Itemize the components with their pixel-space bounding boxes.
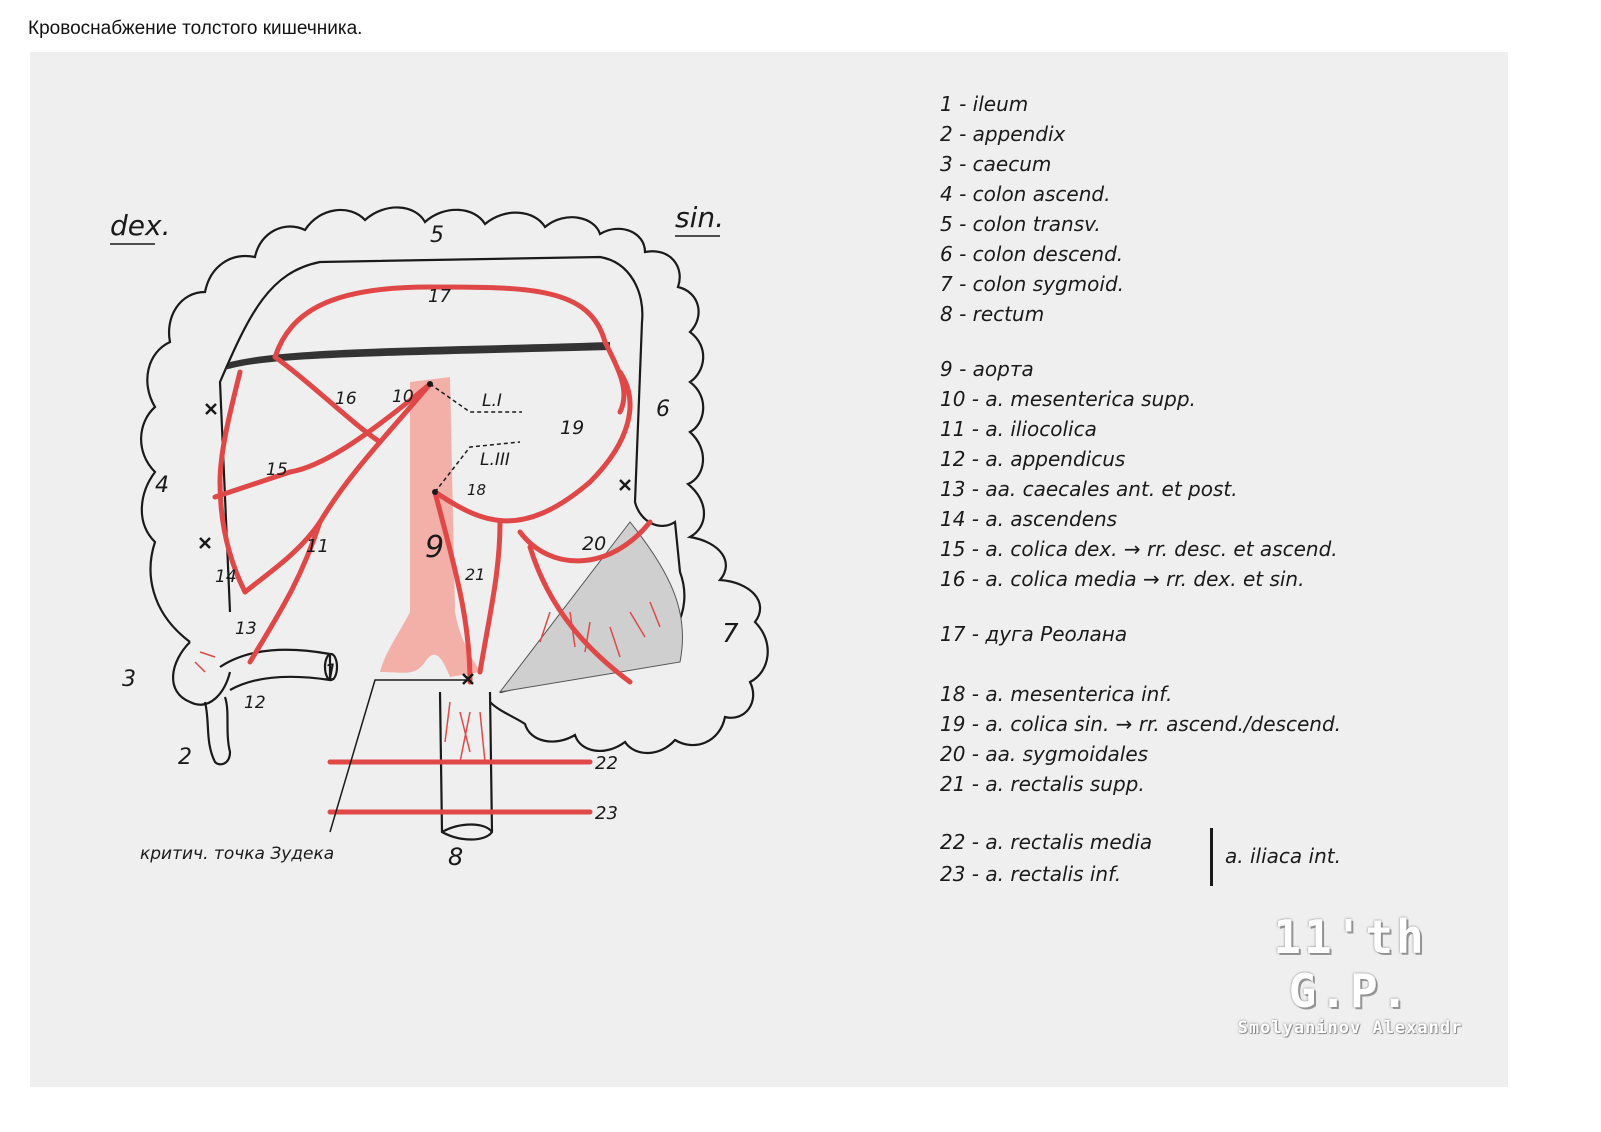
num-14: 14 xyxy=(215,567,237,587)
legend-item: 22 - a. rectalis media xyxy=(940,830,1153,854)
label-dex: dex. xyxy=(110,209,170,242)
small-vessels xyxy=(194,601,661,763)
colon-outline xyxy=(140,206,769,841)
legend-item: 6 - colon descend. xyxy=(940,242,1124,266)
legend-item: 18 - a. mesenterica inf. xyxy=(940,682,1173,706)
num-20: 20 xyxy=(582,533,606,555)
legend-item: 23 - a. rectalis inf. xyxy=(940,862,1122,886)
legend-item: 1 - ileum xyxy=(940,92,1029,116)
num-9: 9 xyxy=(425,530,444,565)
num-5: 5 xyxy=(430,223,444,248)
sma-origin xyxy=(427,381,433,387)
mesocolon-band xyxy=(225,342,610,370)
legend-item: 11 - a. iliocolica xyxy=(940,417,1097,441)
legend-item: 7 - colon sygmoid. xyxy=(940,272,1124,296)
num-12: 12 xyxy=(244,693,266,713)
num-8: 8 xyxy=(448,843,463,871)
signature-line2: Smolyaninov Alexandr xyxy=(1237,1018,1463,1038)
num-22: 22 xyxy=(595,753,618,774)
legend-item: 8 - rectum xyxy=(940,302,1045,326)
legend-item: 2 - appendix xyxy=(940,122,1066,146)
label-sin: sin. xyxy=(675,201,724,234)
legend-bracket xyxy=(1210,828,1213,886)
drawing-sheet: dex. sin. 1 2 3 4 5 6 7 8 9 10 11 12 13 … xyxy=(30,52,1508,1087)
level-lines xyxy=(429,383,522,493)
legend-item: 15 - a. colica dex. → rr. desc. et ascen… xyxy=(940,537,1338,561)
num-15: 15 xyxy=(266,460,288,480)
num-2: 2 xyxy=(178,745,192,770)
legend-item: 14 - a. ascendens xyxy=(940,507,1118,531)
sudeck-label: критич. точка Зудека xyxy=(140,844,334,864)
author-signature: 11'th G.P. Smolyaninov Alexandr xyxy=(1220,910,1480,1038)
legend-item: 3 - caecum xyxy=(940,152,1052,176)
ligature-marks xyxy=(199,403,631,685)
legend-item: 13 - aa. caecales ant. et post. xyxy=(940,477,1238,501)
num-23: 23 xyxy=(595,803,618,824)
legend-item: 21 - a. rectalis supp. xyxy=(940,772,1145,796)
num-13: 13 xyxy=(235,619,257,639)
num-7: 7 xyxy=(722,619,739,649)
legend-item: 17 - дуга Реолана xyxy=(940,622,1128,646)
sudeck-pointer xyxy=(329,679,466,833)
legend-item: 19 - a. colica sin. → rr. ascend./descen… xyxy=(940,712,1342,736)
label-l1: L.I xyxy=(482,391,502,411)
legend-item: 12 - a. appendicus xyxy=(940,447,1126,471)
anatomy-diagram: dex. sin. 1 2 3 4 5 6 7 8 9 10 11 12 13 … xyxy=(110,201,769,871)
num-6: 6 xyxy=(656,397,670,422)
sigmoid-mesentery xyxy=(498,521,684,693)
num-16: 16 xyxy=(335,389,357,409)
legend-item: 4 - colon ascend. xyxy=(940,182,1111,206)
legend-item: 5 - colon transv. xyxy=(940,212,1101,236)
num-18: 18 xyxy=(467,481,486,499)
num-3: 3 xyxy=(122,667,136,692)
legend-item: 10 - a. mesenterica supp. xyxy=(940,387,1196,411)
legend-item: 20 - aa. sygmoidales xyxy=(940,742,1149,766)
legend-item: 9 - аорта xyxy=(940,357,1034,381)
num-1: 1 xyxy=(324,661,338,686)
page-title: Кровоснабжение толстого кишечника. xyxy=(28,18,363,39)
num-10: 10 xyxy=(392,387,414,407)
num-17: 17 xyxy=(428,286,451,307)
legend-bracket-label: a. iliaca int. xyxy=(1225,844,1341,868)
num-19: 19 xyxy=(560,417,584,439)
num-11: 11 xyxy=(306,536,329,557)
legend-item: 16 - a. colica media → rr. dex. et sin. xyxy=(940,567,1305,591)
signature-line1: 11'th G.P. xyxy=(1273,910,1427,1018)
num-21: 21 xyxy=(465,565,485,584)
label-l3: L.III xyxy=(480,450,510,470)
arteries xyxy=(212,284,653,815)
aorta xyxy=(380,377,480,677)
num-4: 4 xyxy=(155,473,169,498)
ima-origin xyxy=(432,489,438,495)
